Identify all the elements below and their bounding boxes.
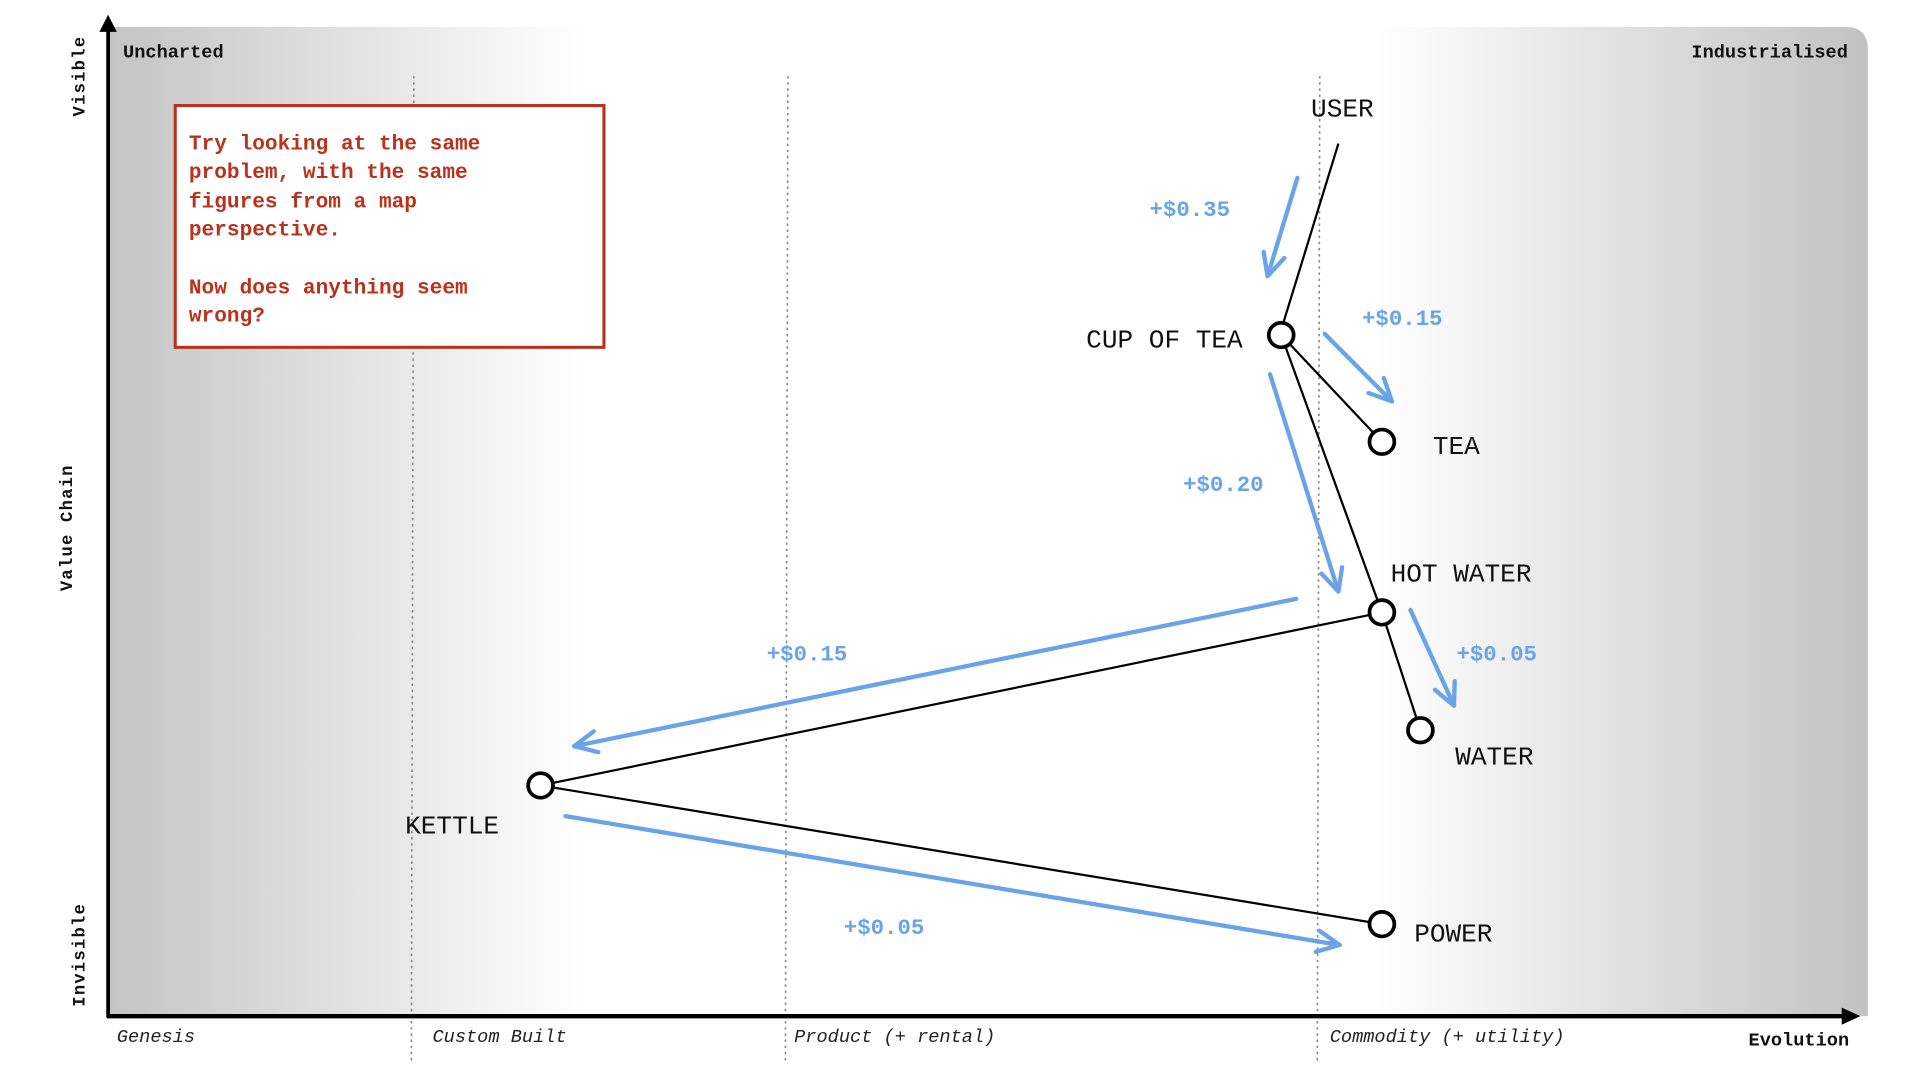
corner-uncharted: Uncharted xyxy=(123,43,224,64)
note-line: Try looking at the same xyxy=(189,134,480,157)
stage-commodity: Commodity (+ utility) xyxy=(1330,1027,1565,1048)
stage-genesis: Genesis xyxy=(117,1027,195,1048)
component-power[interactable] xyxy=(1367,910,1397,939)
flow-arrow-hotwater-water xyxy=(1408,607,1457,708)
label-tea: TEA xyxy=(1433,432,1480,462)
stage-divider xyxy=(784,76,789,1062)
cost-hotwater-water: +$0.05 xyxy=(1456,641,1537,667)
label-power: POWER xyxy=(1414,919,1492,949)
flow-arrow-hotwater-kettle xyxy=(571,596,1299,755)
arrowhead-icon xyxy=(1319,565,1345,594)
flow-arrow-cup-hotwater xyxy=(1267,372,1345,594)
cost-flows xyxy=(563,175,1457,955)
note-line: perspective. xyxy=(189,220,341,243)
note-line: figures from a map xyxy=(189,192,417,215)
x-axis-label: Evolution xyxy=(1749,1031,1850,1052)
arrowhead-icon xyxy=(1366,375,1395,404)
link-cup_of_tea-hot_water xyxy=(1280,334,1383,613)
cost-kettle-power: +$0.05 xyxy=(844,915,925,941)
arrowhead-icon xyxy=(571,729,601,755)
flow-arrow-cup-tea xyxy=(1322,331,1395,404)
note-line: Now does anything seem xyxy=(189,277,468,300)
arrowhead-icon xyxy=(1261,249,1287,279)
label-user: USER xyxy=(1311,95,1374,125)
link-kettle-power xyxy=(540,784,1383,926)
cost-user-cup: +$0.35 xyxy=(1150,197,1231,223)
flow-arrow-user-cup xyxy=(1261,175,1300,279)
component-water[interactable] xyxy=(1406,716,1435,745)
cost-hotwater-kettle: +$0.15 xyxy=(767,641,848,667)
y-axis-label: Value Chain xyxy=(59,464,78,591)
link-hot_water-water xyxy=(1380,612,1422,731)
stage-divider xyxy=(410,76,415,1062)
y-axis-visible: Visible xyxy=(71,36,90,117)
label-hot-water: HOT WATER xyxy=(1391,560,1532,590)
arrowhead-icon xyxy=(1313,928,1342,955)
components xyxy=(526,320,1435,939)
stage-product: Product (+ rental) xyxy=(794,1027,995,1048)
y-axis-invisible: Invisible xyxy=(71,903,90,1007)
cost-cup-tea: +$0.15 xyxy=(1362,306,1443,332)
links xyxy=(540,143,1422,926)
component-tea[interactable] xyxy=(1367,427,1397,456)
note-line: wrong? xyxy=(189,306,265,329)
cost-cup-hotwater: +$0.20 xyxy=(1183,472,1264,498)
link-cup_of_tea-tea xyxy=(1280,334,1383,443)
x-axis-arrow-icon xyxy=(1841,1007,1861,1025)
label-water: WATER xyxy=(1455,743,1533,773)
corner-industrialised: Industrialised xyxy=(1691,43,1848,64)
component-kettle[interactable] xyxy=(526,771,555,800)
component-cup-of_tea[interactable] xyxy=(1266,320,1296,350)
label-kettle: KETTLE xyxy=(405,811,499,841)
label-cup-of-tea: CUP OF TEA xyxy=(1086,325,1243,355)
note-box: Try looking at the same problem, with th… xyxy=(173,104,606,349)
stage-divider xyxy=(1316,76,1321,1062)
y-axis-arrow-icon xyxy=(99,14,117,32)
stage-custom-built: Custom Built xyxy=(432,1027,566,1048)
arrowhead-icon xyxy=(1432,678,1457,708)
component-hot-water[interactable] xyxy=(1367,598,1397,627)
flow-arrow-kettle-power xyxy=(563,813,1342,955)
link-hot_water-kettle xyxy=(540,611,1383,787)
link-user-cup-of-tea xyxy=(1282,143,1340,322)
note-line: problem, with the same xyxy=(189,162,468,185)
